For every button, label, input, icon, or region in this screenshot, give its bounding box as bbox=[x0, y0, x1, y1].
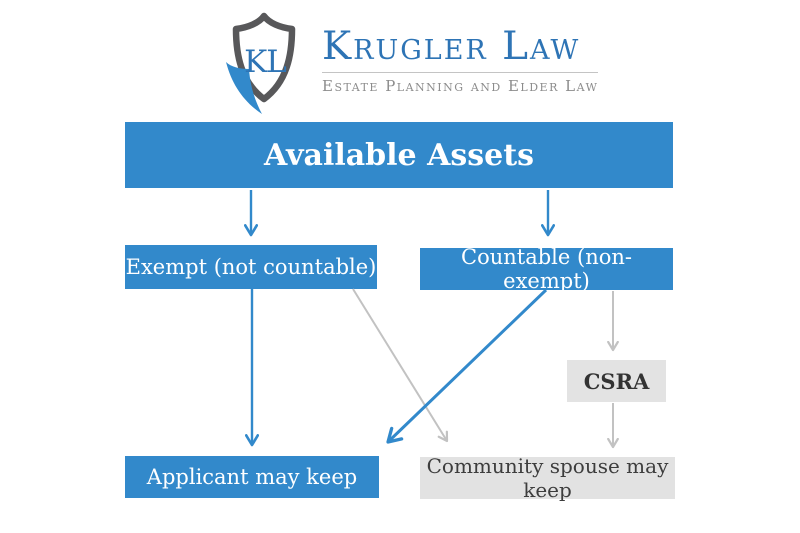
node-applicant-may-keep: Applicant may keep bbox=[125, 456, 379, 498]
logo-text-column: Krugler Law Estate Planning and Elder La… bbox=[322, 12, 599, 95]
node-available-assets: Available Assets bbox=[125, 122, 673, 188]
node-countable: Countable (non-exempt) bbox=[420, 245, 673, 293]
shield-outline bbox=[232, 12, 296, 103]
logo-monogram: KL bbox=[244, 44, 286, 80]
node-csra: CSRA bbox=[567, 360, 666, 402]
logo-tagline: Estate Planning and Elder Law bbox=[322, 76, 599, 95]
shield-swoosh bbox=[226, 62, 262, 114]
logo: KL Krugler Law Estate Planning and Elder… bbox=[218, 12, 599, 116]
node-exempt: Exempt (not countable) bbox=[125, 245, 377, 289]
logo-separator-line bbox=[322, 71, 599, 73]
logo-name: Krugler Law bbox=[322, 24, 581, 69]
arrow-countable-to-applicant bbox=[386, 288, 548, 444]
node-community-spouse-may-keep: Community spouse may keep bbox=[420, 454, 675, 502]
shield-logo-icon: KL bbox=[226, 12, 296, 114]
arrow-exempt-to-community-spouse bbox=[352, 288, 449, 443]
